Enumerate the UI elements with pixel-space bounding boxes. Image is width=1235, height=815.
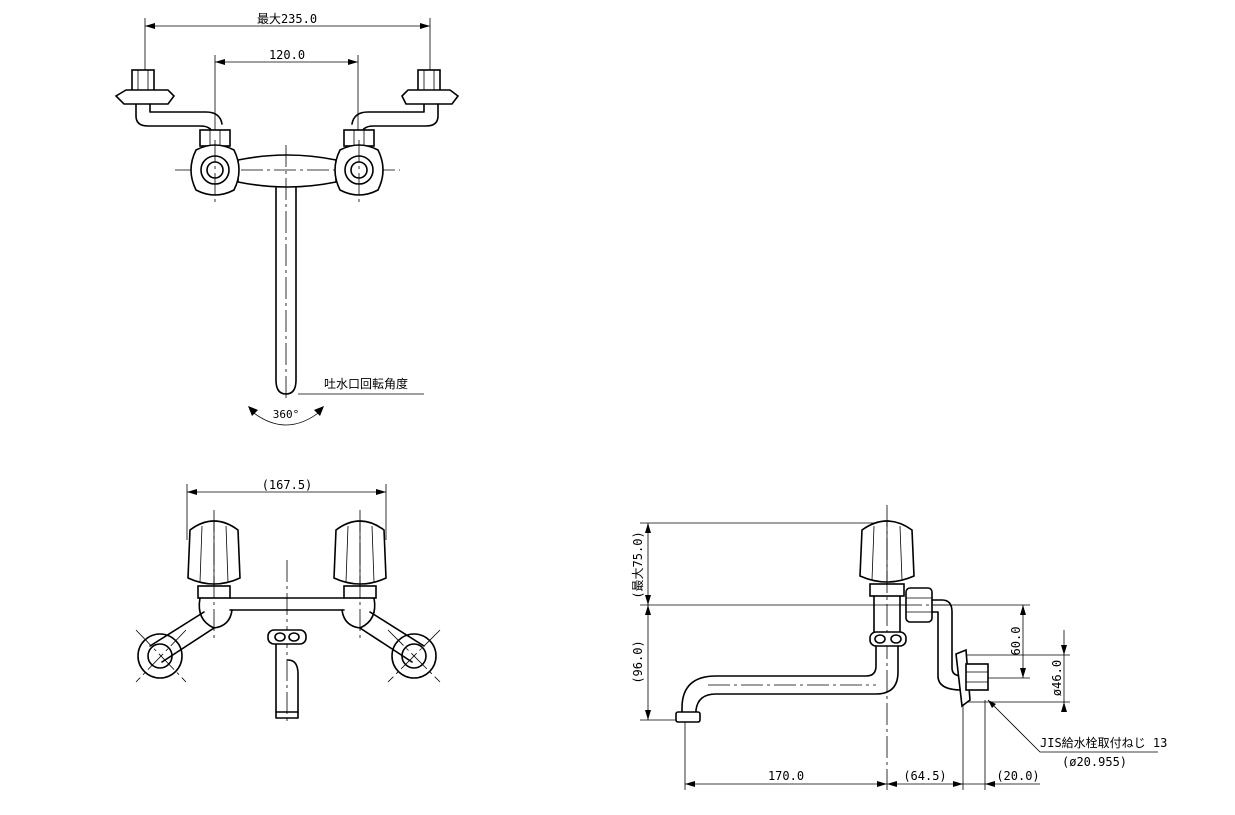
- right-valve-top: [334, 129, 384, 205]
- dim-top-width: 最大235.0: [144, 12, 431, 90]
- side-height-top-label: (最大75.0): [631, 531, 645, 598]
- dim-side-right: 60.0 ø46.0: [962, 605, 1070, 712]
- side-60-label: 60.0: [1009, 627, 1023, 656]
- dim-top-center: 120.0: [214, 48, 359, 150]
- top-body-bar: [237, 154, 337, 188]
- top-view: 最大235.0 120.0: [114, 12, 460, 426]
- thread-label: JIS給水栓取付ねじ 13: [1040, 735, 1167, 750]
- spout-length-label: 170.0: [768, 769, 804, 783]
- side-46-label: ø46.0: [1050, 660, 1064, 696]
- rotation-indicator: 360° 吐水口回転角度: [248, 376, 424, 426]
- top-center-label: 120.0: [269, 48, 305, 62]
- side-view: (最大75.0) (96.0) 60.0 ø46.0: [631, 505, 1167, 790]
- front-view: (167.5): [135, 478, 441, 725]
- top-spout: [275, 145, 297, 400]
- dim-side-bottom: 170.0 (64.5) (20.0): [684, 700, 1040, 790]
- left-handle-front: [187, 510, 241, 640]
- thread-diameter-label: (ø20.955): [1062, 755, 1127, 769]
- side-height-bottom-label: (96.0): [631, 640, 645, 683]
- front-width-label: (167.5): [262, 478, 313, 492]
- right-handle-front: [333, 510, 387, 640]
- side-handle: [859, 505, 915, 790]
- offset-1-label: (64.5): [903, 769, 946, 783]
- right-wall-connector: [351, 69, 460, 135]
- top-width-label: 最大235.0: [257, 12, 317, 26]
- dim-front-width: (167.5): [186, 478, 387, 540]
- spout-rotation-label: 吐水口回転角度: [324, 376, 408, 391]
- dim-side-left: (最大75.0) (96.0): [631, 522, 1030, 721]
- offset-2-label: (20.0): [996, 769, 1039, 783]
- left-valve-top: [190, 129, 240, 205]
- rotation-angle-label: 360°: [273, 408, 300, 421]
- left-wall-connector: [114, 69, 223, 135]
